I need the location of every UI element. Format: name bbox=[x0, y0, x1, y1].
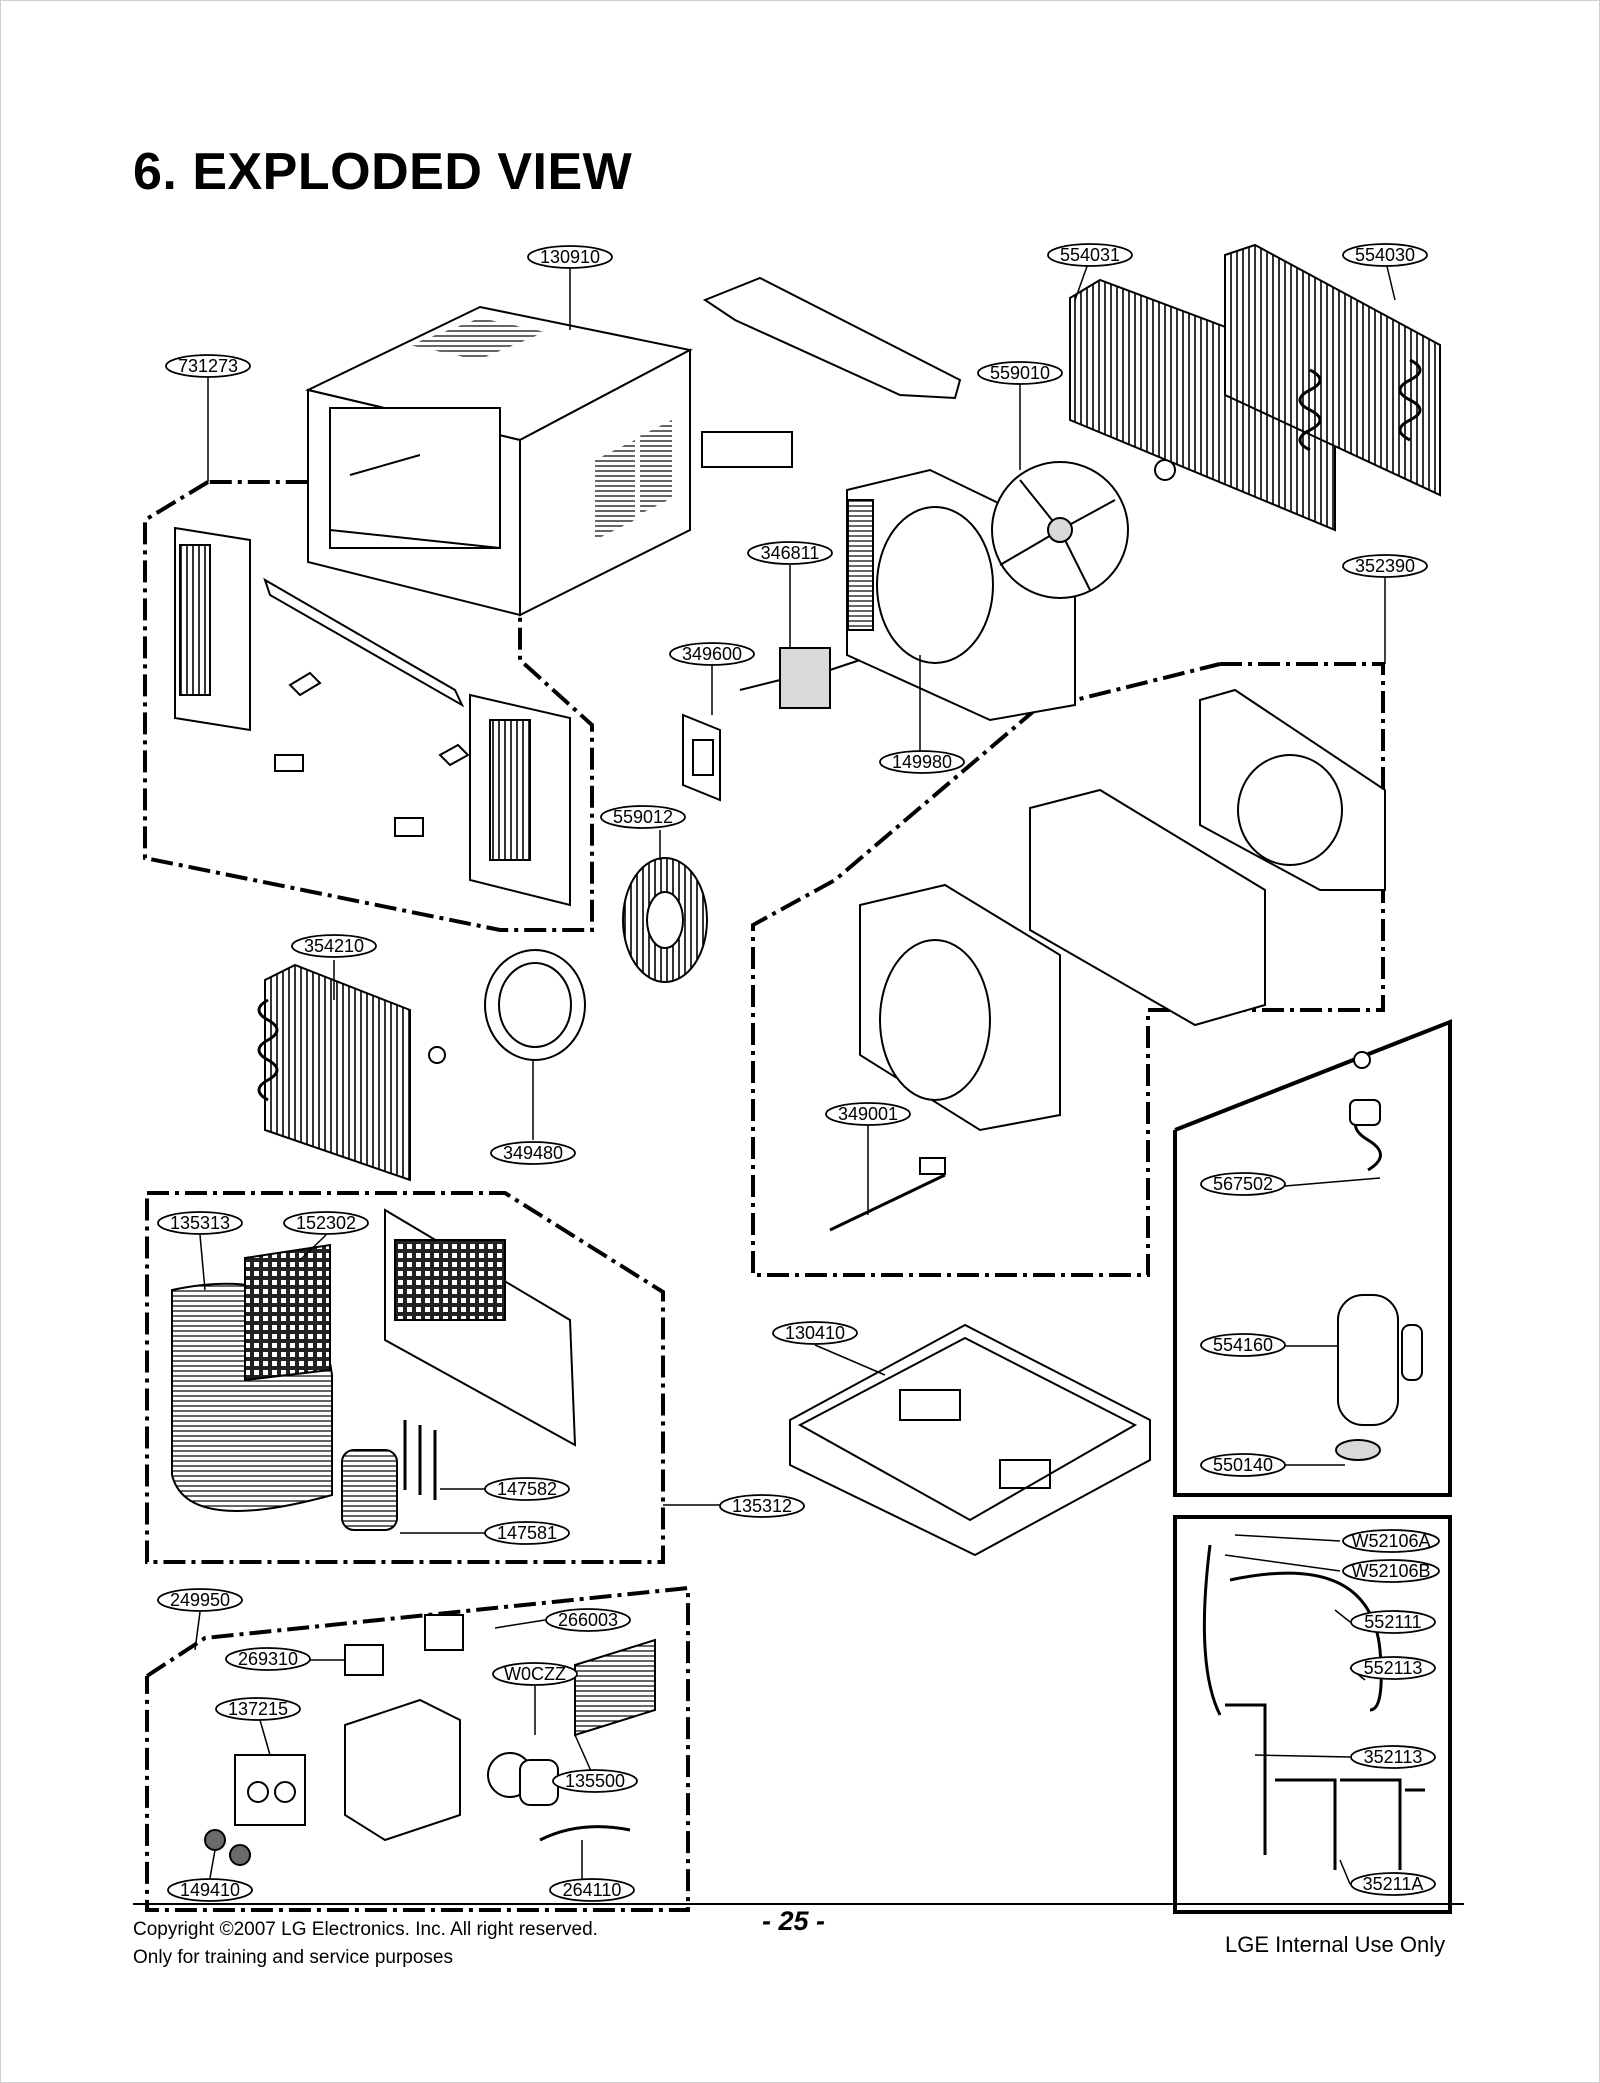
thermistor-349001-drawing bbox=[829, 1157, 946, 1232]
label-149410: 149410 bbox=[180, 1880, 240, 1900]
label-152302: 152302 bbox=[296, 1213, 356, 1233]
footer-copyright: Copyright ©2007 LG Electronics. Inc. All… bbox=[133, 1916, 598, 1972]
label-554160: 554160 bbox=[1213, 1335, 1273, 1355]
label-731273: 731273 bbox=[178, 356, 238, 376]
tube-group-frame bbox=[1173, 1515, 1452, 1914]
label-352390: 352390 bbox=[1355, 556, 1415, 576]
label-552111: 552111 bbox=[1364, 1612, 1421, 1632]
label-135312: 135312 bbox=[732, 1496, 792, 1516]
motor-drawing bbox=[739, 647, 861, 709]
scroll-housing-drawing bbox=[859, 688, 1386, 1132]
internal-use-note: LGE Internal Use Only bbox=[1225, 1932, 1446, 1957]
label-352113: 352113 bbox=[1364, 1747, 1423, 1767]
callout-ellipses bbox=[157, 243, 1440, 1902]
label-W52106B: W52106B bbox=[1351, 1561, 1430, 1581]
label-349001: 349001 bbox=[838, 1104, 898, 1124]
front-panel-frame-drawing bbox=[174, 526, 571, 907]
orifice-ring-drawing bbox=[484, 949, 586, 1061]
motor-mount-drawing bbox=[682, 713, 721, 802]
label-346811: 346811 bbox=[761, 543, 820, 563]
label-354210: 354210 bbox=[304, 936, 364, 956]
page-number: - 25 - bbox=[762, 1906, 826, 1936]
grille-drawing bbox=[171, 1208, 577, 1531]
label-135313: 135313 bbox=[170, 1213, 230, 1233]
training-note: Only for training and service purposes bbox=[133, 1947, 453, 1968]
page-title: 6. EXPLODED VIEW bbox=[133, 143, 633, 201]
label-W52106A: W52106A bbox=[1351, 1531, 1430, 1551]
blower-wheel-drawing bbox=[622, 857, 708, 983]
label-130910: 130910 bbox=[540, 247, 600, 267]
label-135500: 135500 bbox=[565, 1771, 625, 1791]
condenser-fan-559010-drawing bbox=[991, 459, 1176, 599]
label-349600: 349600 bbox=[682, 644, 742, 664]
compressor-drawing bbox=[1335, 1051, 1423, 1461]
label-35211A: 35211A bbox=[1363, 1874, 1424, 1894]
label-130410: 130410 bbox=[785, 1323, 845, 1343]
label-249950: 249950 bbox=[170, 1590, 230, 1610]
label-137215: 137215 bbox=[228, 1699, 288, 1719]
label-147582: 147582 bbox=[497, 1479, 557, 1499]
label-266003: 266003 bbox=[558, 1610, 618, 1630]
evaporator-354210-drawing bbox=[257, 963, 446, 1182]
label-W0CZZ: W0CZZ bbox=[504, 1664, 566, 1684]
cabinet-drawing bbox=[305, 305, 693, 617]
footer-divider bbox=[133, 1903, 1464, 1905]
label-264110: 264110 bbox=[563, 1880, 622, 1900]
label-147581: 147581 bbox=[497, 1523, 557, 1543]
base-pan-drawing bbox=[789, 1323, 1151, 1557]
copyright-line: Copyright ©2007 LG Electronics. Inc. All… bbox=[133, 1919, 598, 1940]
label-554031: 554031 bbox=[1060, 245, 1120, 265]
label-554030: 554030 bbox=[1355, 245, 1415, 265]
label-550140: 550140 bbox=[1213, 1455, 1273, 1475]
compressor-group-frame bbox=[1173, 1019, 1452, 1497]
label-567502: 567502 bbox=[1213, 1174, 1273, 1194]
label-559010: 559010 bbox=[990, 363, 1050, 383]
front-panel-group-frame bbox=[143, 480, 594, 932]
tube-assembly-drawing bbox=[1202, 1544, 1425, 1870]
label-349480: 349480 bbox=[503, 1143, 563, 1163]
top-barrier-drawing bbox=[701, 276, 962, 468]
label-149980: 149980 bbox=[892, 752, 952, 772]
label-559012: 559012 bbox=[613, 807, 673, 827]
condenser-coils-drawing bbox=[1069, 243, 1441, 532]
label-269310: 269310 bbox=[238, 1649, 298, 1669]
label-552113: 552113 bbox=[1364, 1658, 1423, 1678]
